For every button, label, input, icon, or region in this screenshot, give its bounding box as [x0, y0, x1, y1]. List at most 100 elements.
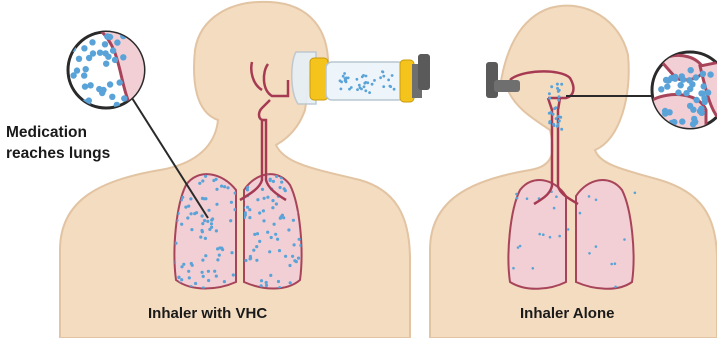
medication-particle — [273, 223, 276, 226]
medication-particle — [364, 89, 367, 92]
medication-particle — [204, 175, 207, 178]
medication-particle — [187, 205, 190, 208]
medication-particle — [293, 243, 296, 246]
medication-particle — [70, 72, 76, 78]
medication-particle — [244, 211, 247, 214]
medication-particle — [556, 87, 559, 90]
medication-particle — [103, 61, 109, 67]
medication-particle — [363, 82, 366, 85]
medication-particle — [371, 83, 374, 86]
medication-particle — [297, 257, 300, 260]
medication-particle — [253, 233, 256, 236]
medication-particle — [198, 182, 201, 185]
medication-particle — [588, 252, 591, 255]
medication-particle — [692, 119, 698, 125]
medication-particle — [86, 55, 92, 61]
medication-particle — [557, 115, 560, 118]
medication-particle — [697, 108, 703, 114]
medication-particle — [588, 195, 591, 198]
medication-particle — [705, 89, 711, 95]
medication-particle — [672, 76, 678, 82]
medication-particle — [538, 233, 541, 236]
medication-particle — [107, 81, 113, 87]
medication-particle — [89, 39, 95, 45]
medication-particle — [558, 119, 561, 122]
medication-particle — [82, 83, 88, 89]
medication-particle — [549, 236, 552, 239]
medication-particle — [356, 78, 359, 81]
medication-particle — [263, 197, 266, 200]
medication-particle — [218, 246, 221, 249]
medication-particle — [177, 276, 180, 279]
medication-particle — [382, 85, 385, 88]
medication-particle — [230, 251, 233, 254]
medication-particle — [365, 75, 368, 78]
medication-particle — [382, 75, 385, 78]
medication-particle — [664, 83, 670, 89]
medication-particle — [348, 88, 351, 91]
medication-particle — [295, 260, 298, 263]
medication-particle — [105, 54, 111, 60]
medication-particle — [110, 47, 116, 53]
medication-particle — [560, 128, 563, 131]
medication-particle — [230, 201, 233, 204]
medication-particle — [567, 228, 570, 231]
medication-particle — [180, 223, 183, 226]
medication-particle — [553, 124, 556, 127]
medication-particle — [560, 83, 563, 86]
medication-particle — [268, 250, 271, 253]
medication-particle — [201, 259, 204, 262]
medication-particle — [200, 229, 203, 232]
callout-line-2: reaches lungs — [6, 143, 110, 164]
medication-particle — [623, 238, 626, 241]
medication-particle — [279, 186, 282, 189]
medication-particle — [289, 281, 292, 284]
medication-particle — [548, 92, 551, 95]
medication-particle — [256, 198, 259, 201]
medication-particle — [99, 90, 105, 96]
medication-particle — [666, 77, 672, 83]
medication-particle — [202, 275, 205, 278]
medication-particle — [269, 179, 272, 182]
medication-particle — [675, 89, 681, 95]
medication-particle — [555, 195, 558, 198]
medication-particle — [275, 202, 278, 205]
medication-particle — [223, 185, 226, 188]
caption-inhaler-alone: Inhaler Alone — [520, 305, 614, 322]
medication-particle — [121, 95, 127, 101]
medication-particle — [201, 271, 204, 274]
medication-particle — [248, 216, 251, 219]
medication-particle — [194, 282, 197, 285]
medication-particle — [280, 181, 283, 184]
medication-particle — [265, 284, 268, 287]
medication-particle — [340, 88, 343, 91]
medication-particle — [215, 203, 218, 206]
medication-particle — [288, 264, 291, 267]
medication-particle — [97, 50, 103, 56]
medication-particle — [207, 270, 210, 273]
medication-particle — [218, 254, 221, 257]
medication-particle — [277, 280, 280, 283]
medication-particle — [262, 219, 265, 222]
medication-particle — [387, 79, 390, 82]
medication-particle — [679, 118, 685, 124]
medication-particle — [693, 97, 699, 103]
medication-particle — [246, 206, 249, 209]
medication-particle — [215, 188, 218, 191]
medication-particle — [548, 120, 551, 123]
medication-particle — [614, 262, 617, 265]
medication-particle — [260, 279, 263, 282]
medication-particle — [193, 212, 196, 215]
medication-particle — [223, 280, 226, 283]
medication-particle — [278, 249, 281, 252]
medication-particle — [557, 99, 560, 102]
medication-particle — [512, 267, 515, 270]
callout-line-1: Medication — [6, 122, 110, 143]
medication-particle — [688, 67, 694, 73]
medication-particle — [190, 262, 193, 265]
medication-particle — [287, 228, 290, 231]
medication-particle — [356, 88, 359, 91]
medication-particle — [204, 237, 207, 240]
medication-particle — [662, 110, 668, 116]
